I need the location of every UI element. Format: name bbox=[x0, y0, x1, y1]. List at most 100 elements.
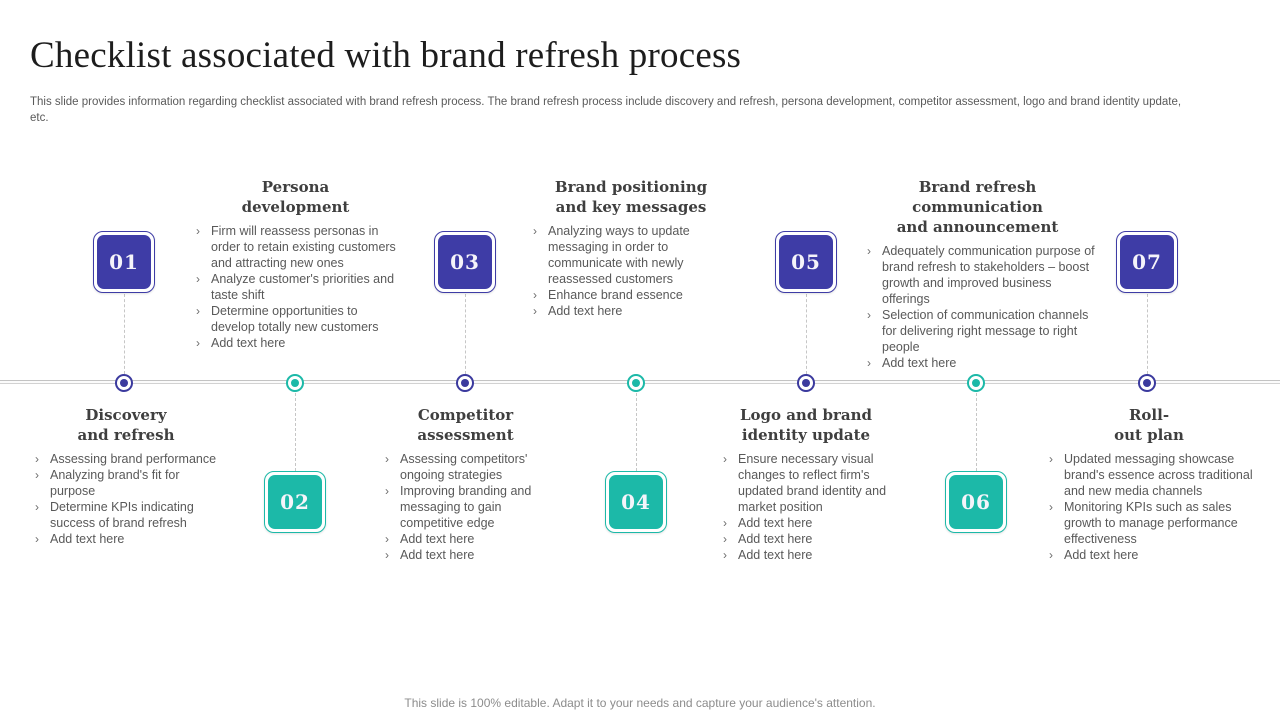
step-02-bullets: › Firm will reassess personas in order to… bbox=[196, 223, 403, 351]
bullet-marker: › bbox=[723, 548, 727, 562]
step-01-text-block[interactable]: Discovery and refresh › Assessing brand p… bbox=[28, 405, 224, 547]
connector-step-05 bbox=[806, 294, 807, 374]
step-02-number-box[interactable]: 02 bbox=[264, 471, 326, 533]
connector-step-02 bbox=[295, 393, 296, 471]
step-04-bullets: › Analyzing ways to update messaging in o… bbox=[533, 223, 737, 319]
list-item: ›Selection of communication channels for… bbox=[867, 307, 1100, 355]
bullet-text: Assessing brand performance bbox=[50, 452, 217, 466]
step-02-title: Persona development bbox=[241, 178, 350, 216]
bullet-text: Improving branding and messaging to gain… bbox=[400, 484, 532, 530]
list-item: ›Analyzing brand's fit for purpose bbox=[35, 467, 224, 499]
list-item: › Add text here bbox=[196, 335, 403, 351]
bullet-marker: › bbox=[385, 548, 389, 562]
list-item: ›Add text here bbox=[35, 531, 224, 547]
bullet-text: Assessing competitors' ongoing strategie… bbox=[400, 452, 528, 482]
timeline-dot-03 bbox=[456, 374, 474, 392]
list-item: ›Firm will reassess personas in order to… bbox=[196, 223, 403, 271]
step-07-number-box[interactable]: 07 bbox=[1116, 231, 1178, 293]
step-01-bullets: ›Assessing brand performance ›Analyzing … bbox=[35, 451, 224, 547]
bullet-text: Add text here bbox=[882, 356, 957, 370]
bullet-text: Add text here bbox=[1064, 548, 1139, 562]
bullet-text: Analyzing brand's fit for purpose bbox=[50, 468, 180, 498]
bullet-marker: › bbox=[196, 336, 200, 350]
bullet-text: Firm will reassess personas in order to … bbox=[211, 224, 396, 270]
bullet-text: Enhance brand essence bbox=[548, 288, 683, 302]
step-01-number-box[interactable]: 01 bbox=[93, 231, 155, 293]
list-item: ›Enhance brand essence bbox=[533, 287, 737, 303]
bullet-marker: › bbox=[723, 516, 727, 530]
bullet-text: Add text here bbox=[738, 548, 813, 562]
step-07-text-block[interactable]: Roll- out plan ›Updated messaging showca… bbox=[1040, 405, 1258, 563]
step-06-number-box[interactable]: 06 bbox=[945, 471, 1007, 533]
bullet-marker: › bbox=[35, 532, 39, 546]
bullet-marker: › bbox=[385, 532, 389, 546]
list-item: › Assessing competitors' ongoing strategi… bbox=[385, 451, 563, 483]
list-item: ›Add text here bbox=[723, 515, 904, 531]
step-01-number: 01 bbox=[97, 235, 151, 289]
bullet-text: Analyzing ways to update messaging in or… bbox=[548, 224, 690, 286]
list-item: › Add text here bbox=[867, 355, 1100, 371]
step-05-number-box[interactable]: 05 bbox=[775, 231, 837, 293]
connector-step-06 bbox=[976, 393, 977, 471]
list-item: ›Adequately communication purpose of bra… bbox=[867, 243, 1100, 307]
page-title: Checklist associated with brand refresh … bbox=[30, 35, 742, 76]
bullet-marker: › bbox=[867, 356, 871, 370]
list-item: ›Ensure necessary visual changes to refl… bbox=[723, 451, 904, 515]
step-03-number: 03 bbox=[438, 235, 492, 289]
list-item: ›Determine KPIs indicating success of br… bbox=[35, 499, 224, 531]
list-item: › Assessing brand performance bbox=[35, 451, 224, 467]
bullet-marker: › bbox=[385, 452, 389, 466]
step-07-bullets: › Updated messaging showcase brand's esse… bbox=[1049, 451, 1258, 563]
bullet-text: Analyze customer's priorities and taste … bbox=[211, 272, 395, 302]
timeline-dot-05 bbox=[797, 374, 815, 392]
step-03-bullets: › Assessing competitors' ongoing strategi… bbox=[385, 451, 563, 563]
list-item: ›Add text here bbox=[723, 531, 904, 547]
bullet-marker: › bbox=[1049, 500, 1053, 514]
bullet-text: Determine opportunities to develop total… bbox=[211, 304, 379, 334]
bullet-text: Add text here bbox=[211, 336, 286, 350]
connector-step-04 bbox=[636, 393, 637, 471]
timeline-dot-02 bbox=[286, 374, 304, 392]
step-03-number-box[interactable]: 03 bbox=[434, 231, 496, 293]
list-item: › Improving branding and messaging to gai… bbox=[385, 483, 563, 531]
timeline-dot-01 bbox=[115, 374, 133, 392]
step-01-title: Discovery and refresh bbox=[77, 406, 175, 444]
list-item: ›Analyzing ways to update messaging in o… bbox=[533, 223, 737, 287]
step-02-number: 02 bbox=[268, 475, 322, 529]
list-item: › Add text here bbox=[723, 547, 904, 563]
bullet-marker: › bbox=[196, 304, 200, 318]
list-item: ›Updated messaging showcase brand's esse… bbox=[1049, 451, 1258, 499]
step-04-number-box[interactable]: 04 bbox=[605, 471, 667, 533]
connector-step-01 bbox=[124, 294, 125, 374]
bullet-marker: › bbox=[196, 272, 200, 286]
bullet-text: Add text here bbox=[400, 548, 475, 562]
bullet-text: Ensure necessary visual changes to refle… bbox=[738, 452, 887, 514]
step-05-text-block[interactable]: Logo and brand identity update ›Ensure n… bbox=[708, 405, 904, 563]
bullet-marker: › bbox=[385, 484, 389, 498]
bullet-marker: › bbox=[533, 304, 537, 318]
list-item: › Add text here bbox=[533, 303, 737, 319]
bullet-marker: › bbox=[35, 452, 39, 466]
bullet-text: Updated messaging showcase brand's essen… bbox=[1064, 452, 1253, 498]
step-05-title: Logo and brand identity update bbox=[739, 406, 873, 444]
list-item: ›Add text here bbox=[1049, 547, 1258, 563]
connector-step-03 bbox=[465, 294, 466, 374]
step-02-text-block[interactable]: Persona development › Firm will reassess … bbox=[188, 177, 403, 351]
timeline-dot-07 bbox=[1138, 374, 1156, 392]
timeline-dot-04 bbox=[627, 374, 645, 392]
step-03-text-block[interactable]: Competitor assessment › Assessing competi… bbox=[368, 405, 563, 563]
step-04-text-block[interactable]: Brand positioning and key messages ›Anal… bbox=[525, 177, 737, 319]
bullet-marker: › bbox=[35, 500, 39, 514]
list-item: › Monitoring KPIs such as sales growth to… bbox=[1049, 499, 1258, 547]
bullet-marker: › bbox=[867, 244, 871, 258]
step-06-text-block[interactable]: Brand refresh communication and announce… bbox=[855, 177, 1100, 371]
bullet-text: Monitoring KPIs such as sales growth to … bbox=[1064, 500, 1238, 546]
step-04-number: 04 bbox=[609, 475, 663, 529]
step-03-title: Competitor assessment bbox=[417, 406, 514, 444]
bullet-text: Add text here bbox=[548, 304, 623, 318]
slide-subtitle: This slide provides information regardin… bbox=[30, 96, 1182, 124]
list-item: › Analyze customer's priorities and taste… bbox=[196, 271, 403, 303]
bullet-text: Add text here bbox=[400, 532, 475, 546]
connector-step-07 bbox=[1147, 294, 1148, 374]
